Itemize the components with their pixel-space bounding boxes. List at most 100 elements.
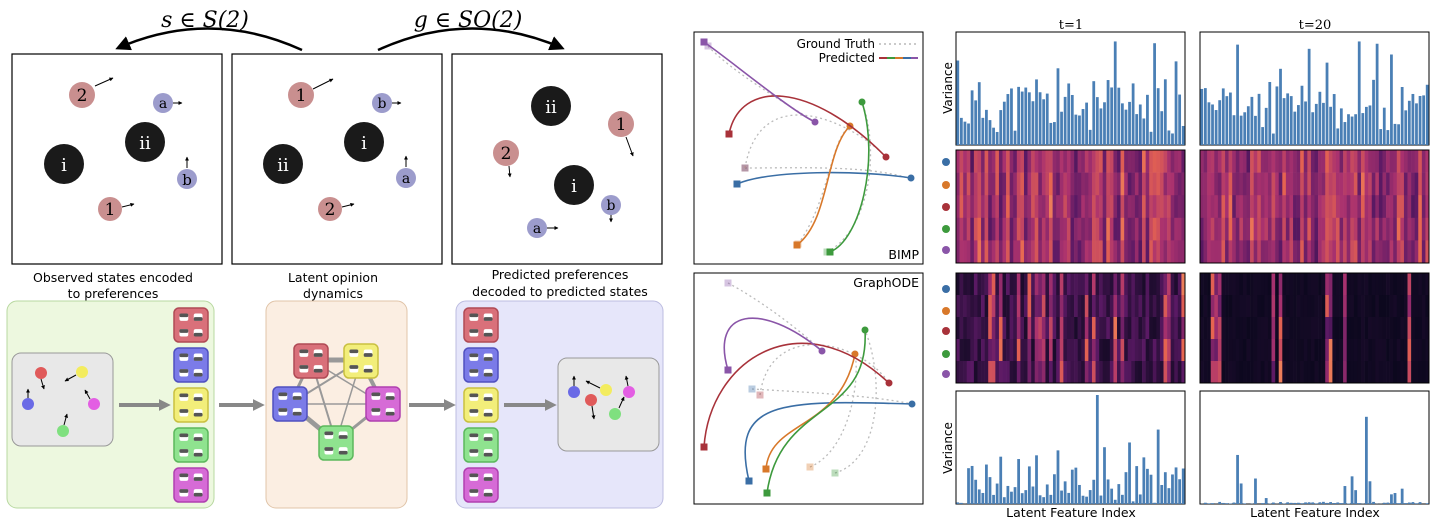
heatmap-cell	[1006, 150, 1010, 173]
heatmap-cell	[1203, 273, 1208, 296]
heatmap-cell	[1070, 317, 1075, 340]
heatmap-cell	[1285, 195, 1290, 219]
svg-text:1: 1	[105, 200, 116, 220]
heatmap-cell	[1307, 240, 1312, 264]
variance-bar	[1279, 68, 1282, 145]
variance-bar	[1171, 133, 1174, 145]
heatmap-cell	[1321, 339, 1326, 362]
heatmap-cell	[1357, 295, 1362, 318]
variance-bar	[1400, 488, 1404, 504]
heatmap-cell	[1034, 295, 1039, 318]
variance-bar	[1264, 107, 1268, 145]
heatmap-cell	[1145, 317, 1150, 340]
variance-bar	[1415, 103, 1418, 145]
heatmap-cell	[984, 361, 989, 384]
heatmap-cell	[1296, 240, 1301, 264]
variance-bar	[1279, 501, 1282, 504]
heatmap-cell	[1099, 217, 1104, 241]
heatmap-cell	[966, 195, 971, 219]
heatmap-cell	[1006, 240, 1010, 264]
heatmap-cell	[1314, 150, 1319, 173]
heatmap-cell	[1145, 361, 1150, 384]
variance-bar	[956, 502, 960, 504]
heatmap-cell	[1228, 361, 1233, 384]
variance-bar	[1200, 88, 1204, 145]
variance-bar	[1236, 454, 1239, 504]
heatmap-cell	[1016, 240, 1021, 264]
heatmap-cell	[1361, 295, 1365, 318]
variance-bar	[1350, 116, 1354, 145]
predicted-end	[851, 350, 859, 358]
heatmap-cell	[1027, 273, 1032, 296]
svg-text:2: 2	[325, 200, 336, 220]
heatmap-cell	[1267, 317, 1272, 340]
variance-bar	[1400, 87, 1404, 145]
heatmap-cell	[1127, 195, 1132, 219]
heatmap-cell	[1102, 217, 1107, 241]
heatmap-cell	[970, 339, 975, 362]
heatmap-cell	[1350, 240, 1355, 264]
heatmap-cell	[1239, 195, 1244, 219]
heatmap-cell	[1411, 273, 1415, 296]
heatmap-cell	[1031, 217, 1036, 241]
variance-bar	[1314, 503, 1318, 504]
heatmap-cell	[1339, 217, 1344, 241]
variance-bar	[1131, 83, 1135, 145]
heatmap-cell	[1418, 317, 1423, 340]
heatmap-cell	[1006, 295, 1010, 318]
heatmap-cell	[1228, 217, 1233, 241]
variance-bars-bottom-t20	[1199, 390, 1430, 505]
heatmap-cell	[1034, 273, 1039, 296]
heatmap-cell	[1181, 195, 1186, 219]
variance-bar	[1092, 81, 1096, 145]
heatmap-cell	[1235, 317, 1240, 340]
heatmap-cell	[1099, 150, 1104, 173]
heatmap-cell	[984, 273, 989, 296]
heatmap-cell	[1300, 217, 1305, 241]
heatmap-cell	[966, 172, 971, 196]
heatmap-cell	[1109, 361, 1114, 384]
heatmap-cell	[1332, 273, 1337, 296]
heatmap-cell	[1181, 150, 1186, 173]
heatmap-cell	[1170, 172, 1175, 196]
heatmap-cell	[1246, 317, 1251, 340]
heatmap-cell	[1232, 195, 1237, 219]
variance-bar	[1020, 493, 1024, 504]
predicted-path	[829, 101, 870, 253]
variance-bar	[1239, 115, 1243, 145]
heatmap-cell	[981, 240, 985, 264]
heatmap-cell	[1296, 172, 1301, 196]
heatmap-cell	[1346, 339, 1351, 362]
heatmap-cell	[1167, 273, 1171, 296]
heatmap-cell	[1285, 217, 1290, 241]
variance-bar	[1314, 103, 1318, 145]
heatmap-cell	[1228, 172, 1233, 196]
preference-tile	[463, 387, 499, 423]
heatmap-cell	[1174, 240, 1179, 264]
heatmap-cell	[1077, 273, 1082, 296]
agent-color-key	[942, 158, 950, 378]
heatmap-cell	[1167, 339, 1171, 362]
heatmap-cell	[988, 195, 993, 219]
heatmap-cell	[991, 361, 996, 384]
heatmap-cell	[1396, 172, 1401, 196]
heatmap-cell	[1293, 172, 1297, 196]
heatmap-cell	[1225, 195, 1229, 219]
heatmap-cell	[1382, 217, 1387, 241]
heatmap-cell	[1031, 295, 1036, 318]
heatmap-cell	[1239, 217, 1244, 241]
heatmap-cell	[1167, 150, 1171, 173]
variance-bar	[1361, 113, 1365, 145]
heatmap-cell	[1282, 361, 1287, 384]
heatmap-cell	[1386, 195, 1390, 219]
variance-bar	[1293, 111, 1297, 145]
heatmap-cell	[1232, 273, 1237, 296]
heatmap-cell	[1145, 172, 1150, 196]
variance-bar	[1074, 467, 1078, 504]
heatmap-cell	[1278, 317, 1283, 340]
heatmap-cell	[1102, 172, 1107, 196]
heatmap-cell	[1361, 217, 1365, 241]
heatmap-cell	[1414, 150, 1419, 173]
latent-node	[365, 386, 401, 422]
heatmap-cell	[1425, 295, 1430, 318]
